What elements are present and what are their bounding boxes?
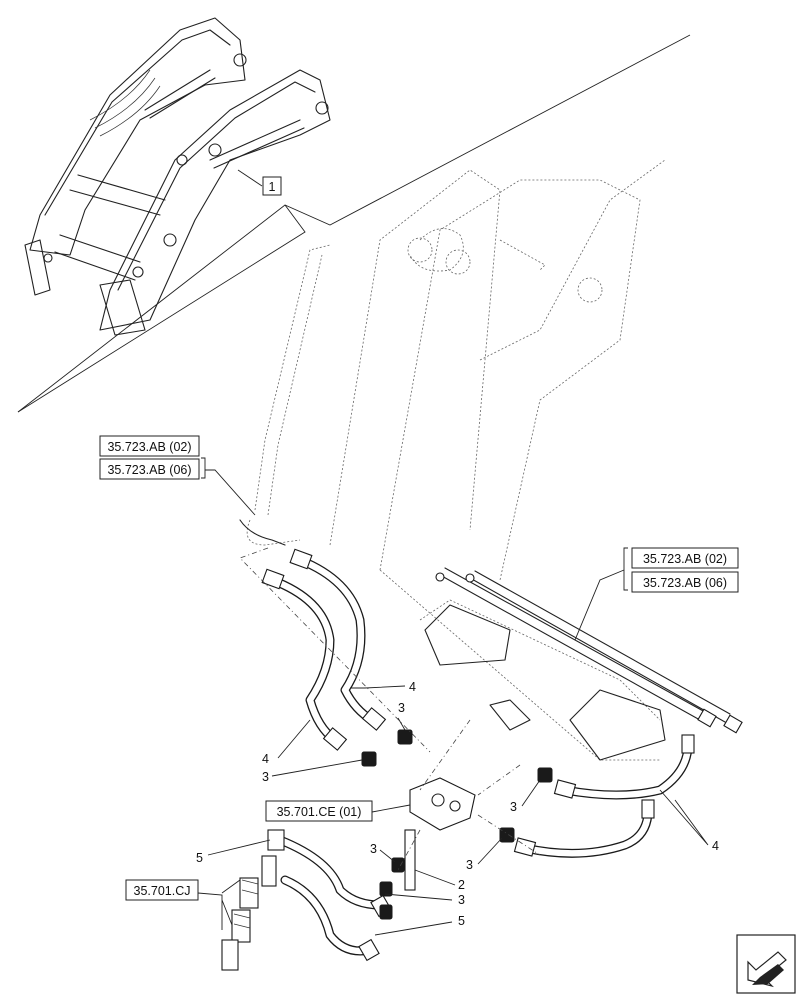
ref-box-top-left-a[interactable]: 35.723.AB (02) [99, 435, 200, 457]
callout-5-right: 5 [458, 914, 465, 928]
callout-1: 1 [269, 180, 276, 194]
quick-couplers [221, 855, 277, 971]
loader-arm-outline [246, 159, 666, 761]
callout-3-d: 3 [370, 842, 377, 856]
callout-2: 2 [458, 878, 465, 892]
ref-right-a: 35.723.AB (02) [643, 552, 727, 566]
ref-box-top-left-b[interactable]: 35.723.AB (06) [99, 458, 200, 480]
hose-assemblies [267, 555, 693, 956]
steel-tubes [424, 567, 743, 761]
valve-block [404, 777, 476, 891]
callout-3-f: 3 [458, 893, 465, 907]
ref-box-right-b[interactable]: 35.723.AB (06) [631, 571, 739, 593]
callout-3-e: 3 [466, 858, 473, 872]
callout-4-right: 4 [712, 839, 719, 853]
ref-box-coupler[interactable]: 35.701.CJ [125, 879, 199, 901]
callout-5-left: 5 [196, 851, 203, 865]
callout-4-upper-left: 4 [262, 752, 269, 766]
arrow-next-page-icon[interactable] [736, 934, 796, 994]
ref-right-b: 35.723.AB (06) [643, 576, 727, 590]
left-steel-tube [239, 519, 286, 546]
ref-box-valve[interactable]: 35.701.CE (01) [265, 800, 373, 822]
hose-fittings [261, 548, 695, 962]
loader-overview-inset [24, 17, 331, 336]
callout-3-a: 3 [398, 701, 405, 715]
callout-3-c: 3 [510, 800, 517, 814]
ref-top-left-b: 35.723.AB (06) [107, 463, 191, 477]
center-lines [239, 547, 541, 871]
ref-top-left-a: 35.723.AB (02) [107, 440, 191, 454]
leader-lines [197, 457, 709, 936]
ref-valve: 35.701.CE (01) [277, 805, 362, 819]
callout-3-b: 3 [262, 770, 269, 784]
callout-4-upper-right: 4 [409, 680, 416, 694]
ref-coupler: 35.701.CJ [134, 884, 191, 898]
callout-box-1 [262, 176, 282, 196]
ref-box-right-a[interactable]: 35.723.AB (02) [631, 547, 739, 569]
